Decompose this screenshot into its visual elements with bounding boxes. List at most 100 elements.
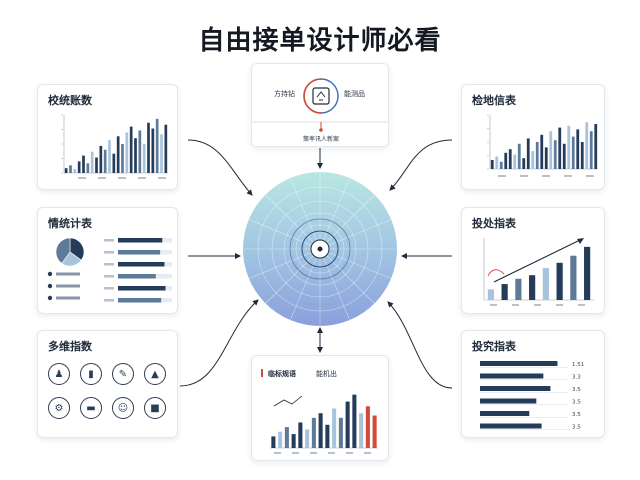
- card-title: 校统账数: [48, 94, 92, 107]
- bar: [271, 436, 276, 448]
- x-tick-label: [564, 175, 572, 177]
- bar: [504, 152, 508, 169]
- bar-chart-bottom: [261, 369, 378, 454]
- bar: [338, 417, 343, 448]
- legend-dot: [47, 283, 53, 289]
- x-tick-label: [556, 304, 563, 306]
- trend-line: [493, 239, 581, 283]
- bar: [553, 140, 557, 169]
- bar: [556, 262, 563, 300]
- hbar-baseline: [480, 379, 568, 380]
- bar: [90, 151, 94, 173]
- bar: [134, 138, 137, 173]
- hbar-baseline: [480, 417, 568, 418]
- x-tick-label: [542, 175, 550, 177]
- bar: [160, 134, 163, 173]
- bar: [542, 268, 549, 300]
- trend-arrow: [577, 238, 584, 244]
- x-tick-label: [586, 175, 594, 177]
- bar: [138, 130, 142, 173]
- bar: [155, 118, 159, 173]
- bar: [291, 434, 296, 448]
- hbar: [480, 386, 551, 391]
- bar: [570, 255, 577, 300]
- legend-label: [56, 284, 80, 288]
- card-title: 投处指表: [472, 217, 516, 230]
- hbar-value-label: 3.5: [572, 387, 581, 393]
- top-card-right-label: 能测品: [344, 90, 365, 98]
- legend-dot: [47, 295, 53, 301]
- hbar: [118, 238, 163, 243]
- legend-dot: [47, 271, 53, 277]
- icon-card-left-3: 多维指数 ♟▮✎▲⚙▬☺■: [37, 330, 178, 438]
- hbar: [118, 298, 162, 303]
- bar: [325, 424, 330, 448]
- bar: [580, 142, 584, 169]
- bar: [508, 149, 512, 169]
- bar: [332, 408, 337, 448]
- hbar: [118, 262, 165, 267]
- chart-card-right-1: 检地信表: [461, 84, 605, 190]
- bar: [487, 289, 494, 300]
- card-title: 投究指表: [472, 340, 516, 353]
- bar: [585, 122, 589, 169]
- hbar-baseline: [480, 404, 568, 405]
- hbar: [480, 411, 530, 416]
- x-tick-label: [158, 177, 166, 179]
- bar: [116, 136, 120, 173]
- bar: [69, 165, 72, 173]
- pen-icon: ✎: [112, 363, 134, 385]
- bar: [164, 124, 168, 173]
- hbar-label: [104, 275, 114, 278]
- hbar-label: [104, 287, 114, 290]
- hbar-baseline: [480, 429, 568, 430]
- chart-card-left-2: 情统计表: [37, 207, 178, 314]
- x-tick-label: [346, 452, 353, 454]
- hbar: [480, 373, 544, 379]
- bar: [531, 151, 535, 169]
- x-tick-label: [364, 452, 371, 454]
- bar: [73, 169, 77, 173]
- bar: [284, 427, 289, 448]
- bottle-icon: ▲: [144, 363, 166, 385]
- bar: [526, 138, 530, 169]
- card-title: 情统计表: [48, 217, 92, 230]
- x-tick-label: [534, 304, 541, 306]
- hbar-chart-right-3: 1.513.33.53.53.53.5: [480, 361, 584, 431]
- bar: [365, 406, 370, 448]
- hbar: [118, 274, 156, 279]
- x-tick-label: [310, 452, 317, 454]
- pie-slice: [55, 237, 71, 264]
- hbar: [480, 398, 537, 404]
- chart-card-left-1: 校统账数: [37, 84, 178, 190]
- bar: [103, 149, 107, 173]
- bar: [589, 131, 593, 169]
- x-tick-label: [78, 177, 86, 179]
- bar: [529, 275, 536, 300]
- bar: [571, 136, 575, 169]
- bar: [584, 246, 591, 300]
- bar: [567, 125, 571, 169]
- hbar-value-label: 3.5: [572, 412, 581, 418]
- sparkline: [273, 395, 303, 407]
- hbar-value-label: 1.51: [572, 362, 584, 368]
- x-tick-label: [292, 452, 299, 454]
- bar: [576, 129, 580, 169]
- bar: [298, 422, 303, 448]
- bar: [125, 132, 129, 173]
- bar: [77, 161, 81, 173]
- x-tick-label: [98, 177, 106, 179]
- bars-icon: ▮: [80, 363, 102, 385]
- chart-card-right-2: 投处指表: [461, 207, 605, 314]
- bar: [318, 413, 323, 448]
- bar-chart-left-1: [61, 114, 168, 179]
- x-tick-label: [274, 452, 281, 454]
- bar: [95, 157, 98, 173]
- hbar-label: [104, 263, 114, 266]
- gear-icon: ⚙: [48, 397, 70, 419]
- bar: [112, 153, 116, 173]
- bar: [372, 415, 377, 448]
- box-icon: ■: [144, 397, 166, 419]
